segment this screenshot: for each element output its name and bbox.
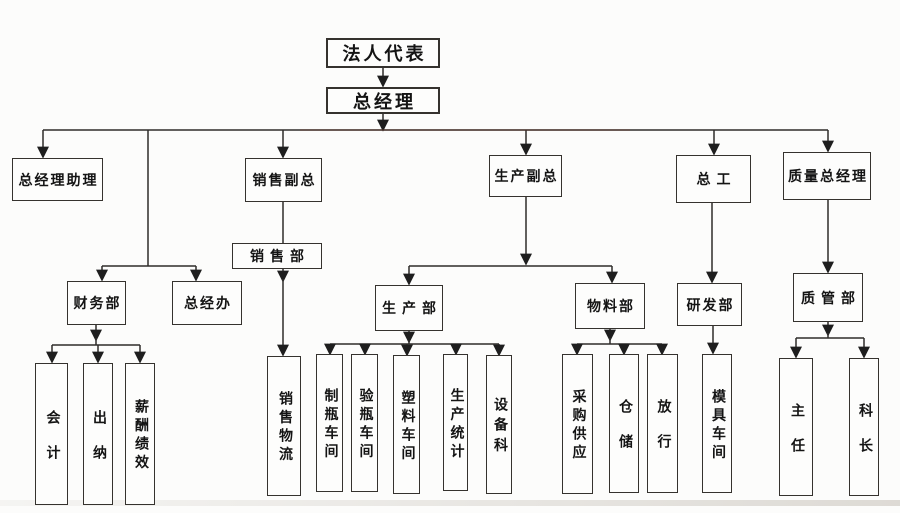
node-cashier: 出纳 (83, 363, 113, 505)
node-payroll-performance: 薪酬绩效 (125, 363, 155, 505)
node-production-dept-label: 生产部 (382, 302, 442, 317)
node-quality-gm: 质量总经理 (783, 152, 871, 200)
node-release-label: 放行 (655, 399, 671, 469)
node-bottle-workshop: 制瓶车间 (316, 354, 343, 492)
node-quality-dept: 质管部 (793, 273, 863, 322)
node-materials-dept-label: 物料部 (587, 300, 635, 315)
node-equipment-section: 设备科 (486, 355, 512, 494)
node-accounting: 会计 (35, 363, 68, 505)
node-procurement-supply-label: 采购供应 (570, 389, 586, 464)
node-general-manager: 总经理 (326, 87, 440, 114)
node-accounting-label: 会计 (44, 409, 60, 480)
node-mold-workshop-label: 模具车间 (710, 388, 725, 463)
node-finance-dept: 财务部 (67, 281, 126, 325)
node-bottle-workshop-label: 制瓶车间 (322, 388, 338, 463)
scan-artifact-tint (300, 129, 630, 131)
node-sales-vp: 销售副总 (245, 158, 322, 202)
node-legal-representative-label: 法人代表 (342, 44, 427, 64)
node-general-manager-label: 总经理 (353, 91, 416, 112)
node-sales-logistics-label: 销售物流 (277, 391, 292, 466)
node-inspection-workshop: 验瓶车间 (351, 354, 378, 492)
node-rd-dept-label: 研发部 (686, 298, 735, 314)
node-section-chief-label: 科长 (857, 402, 872, 473)
node-production-vp-label: 生产副总 (494, 170, 559, 185)
node-director-label: 主任 (789, 402, 804, 473)
node-warehousing-label: 仓储 (617, 399, 632, 469)
node-chief-engineer-label: 总工 (696, 173, 737, 188)
node-sales-vp-label: 销售副总 (252, 174, 317, 189)
node-equipment-section-label: 设备科 (492, 397, 507, 459)
node-quality-dept-label: 质管部 (801, 291, 861, 307)
node-procurement-supply: 采购供应 (562, 354, 593, 494)
node-materials-dept: 物料部 (575, 283, 645, 329)
node-production-stats-label: 生产统计 (448, 387, 464, 462)
node-warehousing: 仓储 (609, 354, 639, 493)
node-mold-workshop: 模具车间 (702, 354, 732, 493)
node-rd-dept: 研发部 (677, 283, 742, 326)
node-cashier-label: 出纳 (91, 409, 106, 480)
node-quality-gm-label: 质量总经理 (788, 170, 868, 185)
node-release: 放行 (647, 354, 678, 493)
node-finance-dept-label: 财务部 (73, 297, 122, 312)
node-sales-dept-label: 销售部 (250, 250, 310, 265)
node-production-vp: 生产副总 (489, 155, 562, 197)
node-production-stats: 生产统计 (443, 354, 468, 491)
node-gm-assistant-label: 总经理助理 (18, 173, 99, 189)
scan-artifact-band (0, 500, 900, 506)
node-production-dept: 生产部 (375, 285, 443, 331)
node-plastic-workshop-label: 塑料车间 (399, 389, 415, 464)
node-sales-logistics: 销售物流 (267, 356, 301, 496)
node-section-chief: 科长 (849, 358, 879, 496)
node-chief-engineer: 总工 (676, 155, 751, 203)
node-legal-representative: 法人代表 (326, 38, 440, 68)
node-inspection-workshop-label: 验瓶车间 (357, 388, 373, 463)
node-gm-office: 总经办 (172, 281, 242, 325)
node-payroll-performance-label: 薪酬绩效 (133, 399, 148, 474)
node-director: 主任 (779, 358, 813, 496)
node-sales-dept: 销售部 (232, 243, 322, 269)
node-gm-office-label: 总经办 (184, 297, 232, 312)
node-plastic-workshop: 塑料车间 (393, 355, 420, 494)
node-gm-assistant: 总经理助理 (12, 158, 103, 201)
